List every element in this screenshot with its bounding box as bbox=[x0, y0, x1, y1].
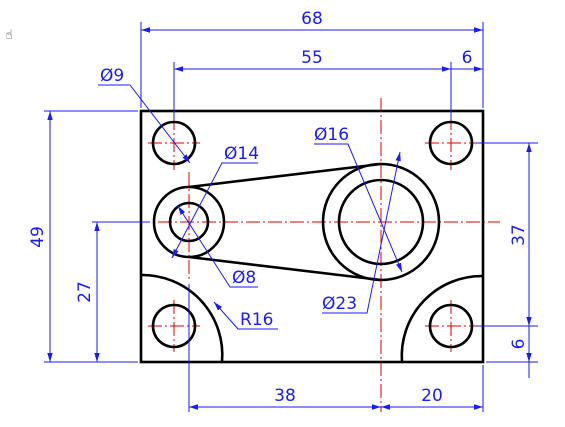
tl-corner-hole bbox=[151, 120, 197, 166]
label-offset-6-top: 6 bbox=[462, 48, 473, 68]
bl-corner-arc bbox=[140, 273, 224, 363]
leader-dia23 bbox=[322, 151, 401, 314]
leader-dia9 bbox=[98, 84, 191, 164]
leader-dia8 bbox=[177, 205, 258, 288]
hand-pointer-icon: ☝ bbox=[5, 28, 13, 43]
label-dia-23: Ø23 bbox=[322, 294, 357, 314]
label-dia-9: Ø9 bbox=[100, 66, 124, 86]
link-upper-tangent bbox=[188, 162, 382, 189]
centerlines bbox=[92, 98, 500, 412]
label-dia-16: Ø16 bbox=[314, 125, 349, 145]
outline bbox=[139, 109, 485, 364]
label-height-37: 37 bbox=[509, 224, 529, 246]
small-boss-inner bbox=[168, 201, 210, 243]
label-height-27: 27 bbox=[75, 281, 95, 303]
link-lower-tangent bbox=[188, 255, 382, 282]
bl-corner-hole bbox=[151, 303, 197, 349]
label-dia-14: Ø14 bbox=[224, 144, 259, 164]
plate-outline bbox=[139, 109, 485, 364]
label-width-68: 68 bbox=[301, 9, 323, 29]
dimensions bbox=[44, 22, 538, 412]
br-corner-hole bbox=[428, 303, 474, 349]
large-boss-inner bbox=[337, 178, 425, 266]
label-offset-6-right: 6 bbox=[509, 339, 529, 350]
label-dia-8: Ø8 bbox=[232, 268, 256, 288]
label-span-20: 20 bbox=[421, 386, 443, 406]
leader-dia14 bbox=[171, 162, 258, 259]
label-spacing-55: 55 bbox=[301, 48, 323, 68]
label-span-38: 38 bbox=[274, 386, 296, 406]
br-corner-arc bbox=[400, 274, 484, 363]
label-height-49: 49 bbox=[28, 226, 48, 248]
leader-r16 bbox=[213, 301, 278, 330]
dimension-labels: 68 55 6 49 27 37 6 38 20 Ø9 Ø14 Ø8 Ø16 Ø… bbox=[28, 9, 529, 406]
tr-corner-hole bbox=[428, 120, 474, 166]
label-radius-16: R16 bbox=[240, 310, 273, 330]
